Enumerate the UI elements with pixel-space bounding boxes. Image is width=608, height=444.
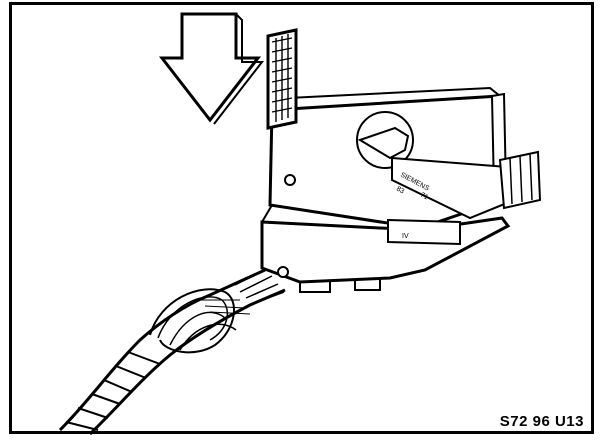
- plate-marking: IV: [402, 233, 409, 240]
- wiring-harness: [58, 267, 286, 436]
- figure-reference-code: S72 96 U13: [499, 413, 584, 430]
- switch-housing: [260, 86, 542, 293]
- part-code-2: 71: [419, 192, 429, 202]
- direction-arrow-icon: [158, 12, 265, 125]
- part-code-1: 83: [395, 186, 405, 196]
- figure-frame: [9, 2, 594, 434]
- stalk-actuator: [266, 28, 298, 130]
